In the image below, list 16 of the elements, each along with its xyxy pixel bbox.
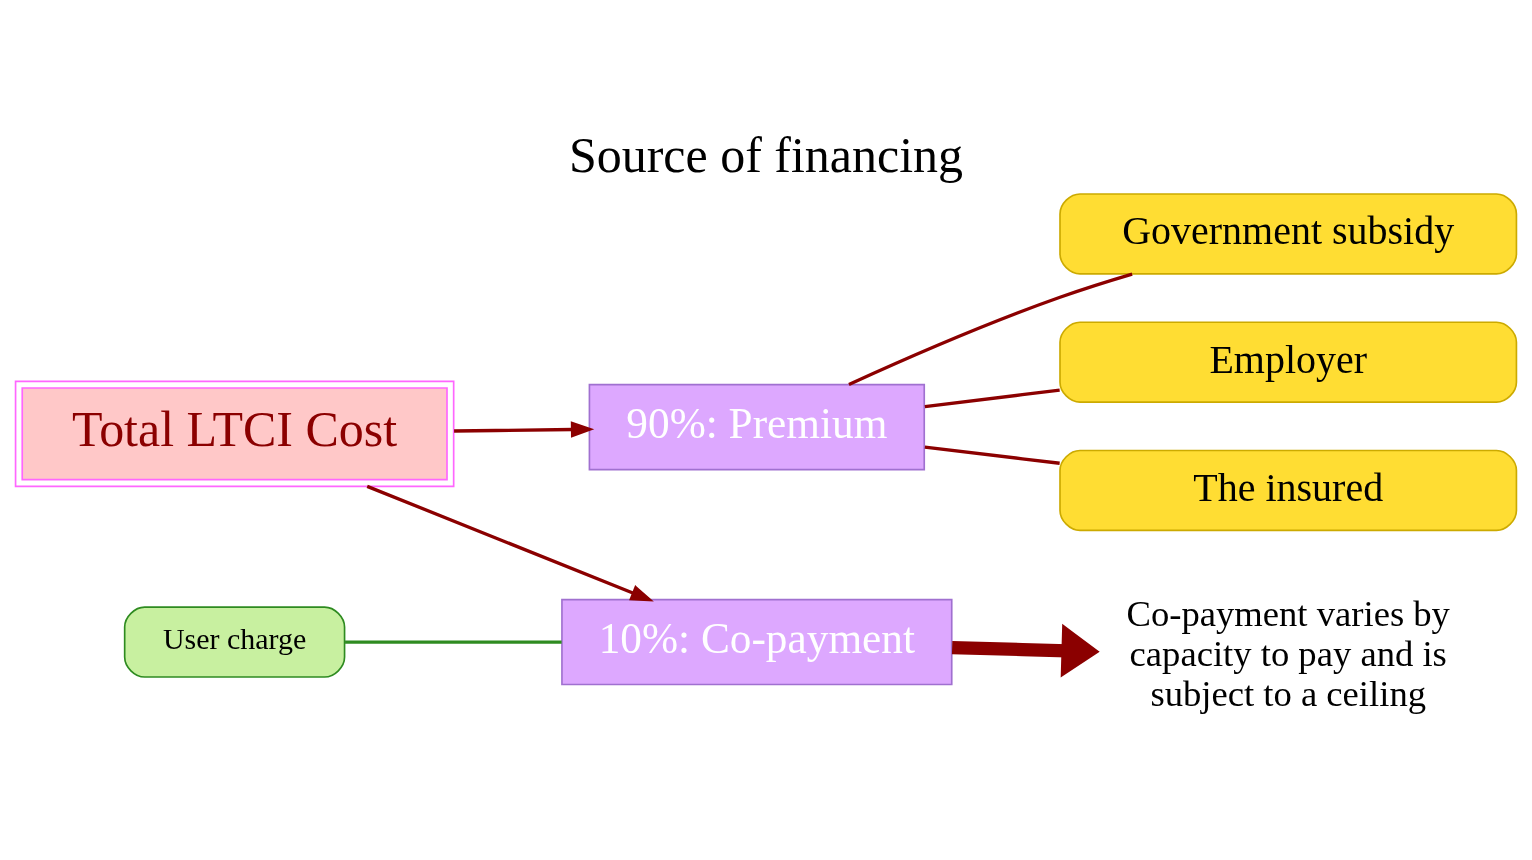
connector [848,272,1133,386]
node-box: Employer [1059,320,1518,403]
connector [345,639,562,644]
node-box: 10%: Co-payment [561,598,953,685]
node-box: Total LTCI Cost [14,380,455,487]
node-text: Co-payment varies by capacity to pay and is subject to a ceiling [1126,592,1450,714]
connector [924,444,1060,465]
node-box: Government subsidy [1059,192,1518,275]
node-box: The insured [1059,449,1518,531]
arrow [366,484,654,601]
node-box: User charge [123,605,346,678]
arrow [951,623,1100,677]
diagram-title: Source of financing [568,126,964,183]
connector [924,387,1060,408]
arrow [454,420,595,438]
node-box: 90%: Premium [588,383,926,470]
